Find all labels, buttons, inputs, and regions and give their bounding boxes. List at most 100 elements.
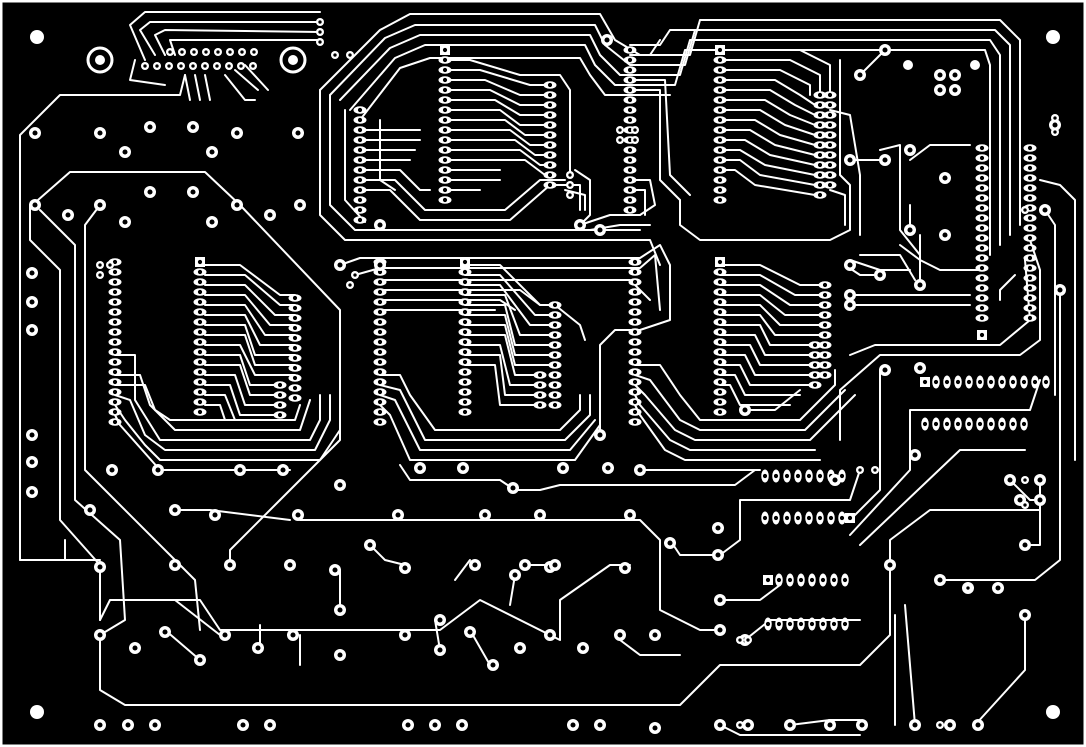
drill-hole bbox=[547, 122, 553, 128]
drill-hole bbox=[472, 562, 478, 568]
drill-hole bbox=[822, 342, 828, 348]
drill-hole bbox=[277, 412, 283, 418]
drill-hole bbox=[907, 147, 913, 153]
drill-hole bbox=[597, 227, 603, 233]
trace bbox=[444, 109, 546, 126]
drill-hole bbox=[952, 72, 958, 78]
drill-hole bbox=[332, 567, 338, 573]
drill-hole bbox=[717, 722, 723, 728]
drill-hole bbox=[773, 473, 779, 479]
drill-hole bbox=[462, 399, 468, 405]
trace bbox=[679, 59, 851, 241]
drill-hole bbox=[442, 147, 448, 153]
drill-hole bbox=[517, 645, 523, 651]
drill-hole bbox=[462, 309, 468, 315]
drill-hole bbox=[979, 255, 985, 261]
trace bbox=[939, 289, 1061, 581]
drill-hole bbox=[1027, 255, 1033, 261]
drill-hole bbox=[966, 586, 970, 590]
trace bbox=[444, 59, 571, 176]
drill-hole bbox=[632, 399, 638, 405]
drill-hole bbox=[806, 515, 812, 521]
drill-hole bbox=[988, 421, 994, 427]
drill-hole bbox=[667, 540, 673, 546]
trace bbox=[114, 384, 301, 421]
drill-hole bbox=[460, 465, 466, 471]
trace bbox=[204, 294, 296, 326]
trace bbox=[119, 564, 631, 641]
drill-hole bbox=[292, 395, 298, 401]
drill-hole bbox=[462, 299, 468, 305]
drill-hole bbox=[637, 467, 643, 473]
drill-hole bbox=[87, 507, 93, 513]
drill-hole bbox=[822, 312, 828, 318]
drill-hole bbox=[292, 365, 298, 371]
drill-hole bbox=[812, 372, 818, 378]
trace bbox=[719, 109, 816, 136]
trace bbox=[514, 469, 756, 491]
drill-hole bbox=[357, 127, 363, 133]
drill-hole bbox=[29, 270, 35, 276]
drill-hole bbox=[717, 107, 723, 113]
drill-hole bbox=[944, 421, 950, 427]
drill-hole bbox=[979, 165, 985, 171]
trace bbox=[204, 314, 296, 346]
drill-hole bbox=[979, 245, 985, 251]
drill-hole bbox=[442, 77, 448, 83]
copper-traces bbox=[19, 11, 1076, 736]
drill-hole bbox=[197, 389, 203, 395]
trace bbox=[629, 29, 701, 46]
drill-hole bbox=[817, 172, 823, 178]
drill-hole bbox=[32, 202, 38, 208]
drill-hole bbox=[112, 279, 118, 285]
trace bbox=[719, 294, 826, 316]
drill-hole bbox=[377, 389, 383, 395]
drill-hole bbox=[912, 722, 918, 728]
drill-hole bbox=[209, 149, 215, 155]
drill-hole bbox=[652, 632, 658, 638]
drill-hole bbox=[717, 309, 723, 315]
drill-hole bbox=[377, 419, 383, 425]
drill-hole bbox=[1027, 225, 1033, 231]
drill-hole bbox=[1027, 295, 1033, 301]
drill-hole bbox=[112, 349, 118, 355]
drill-hole bbox=[831, 577, 837, 583]
trace bbox=[464, 294, 556, 336]
drill-hole bbox=[762, 515, 768, 521]
drill-hole bbox=[942, 232, 948, 238]
trace bbox=[1044, 209, 1056, 396]
drill-hole bbox=[632, 329, 638, 335]
drill-hole bbox=[979, 155, 985, 161]
drill-hole bbox=[979, 175, 985, 181]
drill-hole bbox=[1022, 612, 1028, 618]
trace bbox=[719, 334, 816, 356]
drill-hole bbox=[442, 107, 448, 113]
drill-hole bbox=[979, 185, 985, 191]
drill-hole bbox=[98, 273, 102, 277]
drill-hole bbox=[197, 259, 203, 265]
trace bbox=[899, 244, 921, 261]
drill-hole bbox=[552, 302, 558, 308]
drill-hole bbox=[357, 137, 363, 143]
drill-hole bbox=[512, 572, 518, 578]
drill-hole bbox=[442, 47, 448, 53]
drill-hole bbox=[937, 72, 943, 78]
drill-hole bbox=[817, 152, 823, 158]
drill-hole bbox=[192, 50, 196, 54]
drill-hole bbox=[547, 92, 553, 98]
drill-hole bbox=[537, 402, 543, 408]
drill-hole bbox=[847, 292, 853, 298]
drill-hole bbox=[627, 67, 633, 73]
trace bbox=[829, 189, 846, 226]
drill-hole bbox=[847, 262, 853, 268]
drill-hole bbox=[784, 515, 790, 521]
drill-hole bbox=[377, 319, 383, 325]
mounting-holes bbox=[30, 30, 1060, 719]
drill-hole bbox=[234, 130, 240, 136]
drill-hole bbox=[738, 638, 742, 642]
drill-hole bbox=[32, 130, 38, 136]
drill-hole bbox=[1032, 379, 1038, 385]
drill-hole bbox=[1037, 477, 1043, 483]
drill-hole bbox=[827, 132, 833, 138]
